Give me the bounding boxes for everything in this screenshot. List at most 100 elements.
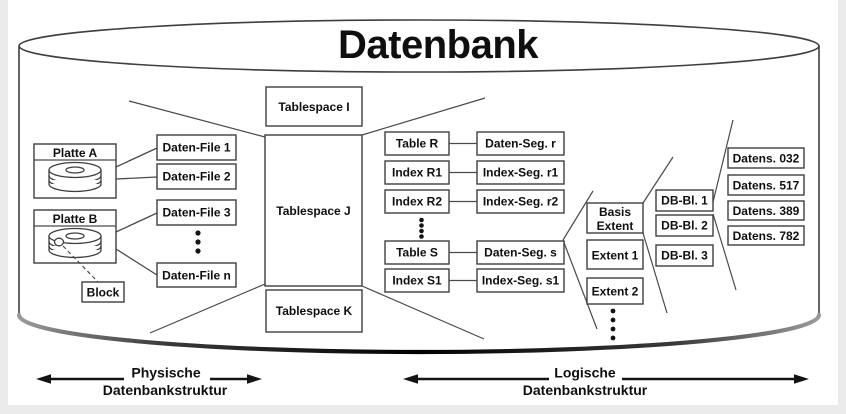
block-pointer-dashed-line <box>62 245 99 283</box>
disk-file-connectors <box>115 147 158 276</box>
diagram-title: Datenbank <box>338 23 539 67</box>
legend-logical-label-line1: Logische <box>554 365 616 381</box>
fan-line-tablespace-to-tables-bottom <box>361 285 485 340</box>
dot <box>610 335 616 341</box>
fan-line-physical-to-tablespace-top <box>128 100 266 138</box>
table-object-label: Index R1 <box>392 166 442 180</box>
segment-label: Index-Seg. r2 <box>483 195 559 209</box>
dot <box>195 239 201 245</box>
disk-platte-a: Platte A <box>33 143 117 199</box>
disk-platte-b: Platte B <box>33 209 117 283</box>
connector-platte-a-file-2 <box>115 176 158 180</box>
tablespace-i-label: Tablespace I <box>278 100 349 114</box>
record-label: Datens. 782 <box>733 229 800 243</box>
dot <box>419 217 424 223</box>
tablespace-k-label: Tablespace K <box>276 304 353 318</box>
table-object-box <box>384 131 450 156</box>
platte-b-label: Platte B <box>53 212 98 226</box>
table-object-label: Table R <box>396 137 439 151</box>
fan-line-segment-to-extents-top <box>562 190 594 241</box>
fan-line-block-to-records-top <box>712 119 734 203</box>
tablespace-j-label: Tablespace J <box>276 204 350 218</box>
cylinder-top-ellipse <box>18 19 820 73</box>
legend-physical-label-line1: Physische <box>131 365 200 381</box>
arrowhead-left-icon <box>403 374 418 384</box>
database-cylinder: Datenbank <box>16 19 822 355</box>
fan-line-block-to-records-bottom <box>712 213 737 291</box>
connector-platte-b-file-n <box>115 248 158 276</box>
tablespace-i-box <box>265 86 363 127</box>
db-block-box <box>655 189 714 212</box>
basis-extent-label-line1: Basis <box>599 205 631 219</box>
segment-label: Daten-Seg. s <box>484 246 557 260</box>
block-label: Block <box>87 286 120 300</box>
extent-column: Basis Extent Extent 1 Extent 2 <box>586 202 644 341</box>
table-object-box <box>384 160 450 185</box>
legend-logical: Logische Datenbankstruktur <box>403 365 809 398</box>
db-block-column: DB-Bl. 1 DB-Bl. 2 DB-Bl. 3 <box>655 189 714 267</box>
db-block-box <box>655 214 714 237</box>
legend-physical-label-line2: Datenbankstruktur <box>103 382 228 398</box>
fan-line-tablespace-to-tables-top <box>361 97 486 136</box>
segment-box <box>476 240 565 265</box>
connector-platte-b-file-3 <box>115 212 158 233</box>
segment-box <box>476 268 565 293</box>
daten-file-box <box>156 134 237 161</box>
db-block-box <box>655 244 714 267</box>
daten-file-box <box>156 163 237 190</box>
table-object-label: Index S1 <box>392 274 442 288</box>
dot <box>419 234 424 239</box>
legend-logical-label-line2: Datenbankstruktur <box>523 382 648 398</box>
connector-platte-a-file-1 <box>115 147 158 168</box>
record-box <box>727 147 805 169</box>
segment-label: Index-Seg. s1 <box>482 274 560 288</box>
dot <box>610 326 616 332</box>
db-block-label: DB-Bl. 1 <box>661 194 708 208</box>
daten-file-label: Daten-File 2 <box>162 170 230 184</box>
table-object-box <box>384 268 450 293</box>
basis-extent-box <box>586 202 644 234</box>
tablespace-column: Tablespace I Tablespace J Tablespace K <box>264 86 363 333</box>
disk-block-marker <box>53 237 65 247</box>
extent-label: Extent 2 <box>592 285 639 299</box>
ellipsis-dots <box>419 217 424 239</box>
fan-line-extent-to-blocks-bottom <box>642 232 668 314</box>
record-box <box>727 225 805 246</box>
arrowhead-right-icon <box>247 374 262 384</box>
tablespace-k-box <box>265 289 363 333</box>
dot <box>610 308 616 314</box>
disk-spindle-hole <box>65 166 85 174</box>
dot <box>610 317 616 323</box>
disk-spindle-hole <box>65 232 85 240</box>
table-object-label: Index R2 <box>392 195 442 209</box>
disk-icon <box>48 227 102 259</box>
daten-file-box <box>156 262 237 288</box>
record-label: Datens. 389 <box>733 204 800 218</box>
platte-a-label: Platte A <box>53 146 98 160</box>
daten-file-label: Daten-File 1 <box>162 141 230 155</box>
arrowhead-left-icon <box>36 374 51 384</box>
arrowhead-right-icon <box>794 374 809 384</box>
disk-rim-arc-3 <box>48 183 102 193</box>
extent-box <box>586 239 644 270</box>
segment-box <box>476 160 565 185</box>
segment-box <box>476 189 565 214</box>
dot <box>195 230 201 236</box>
record-box <box>727 174 805 196</box>
daten-file-box <box>156 199 237 226</box>
db-block-label: DB-Bl. 2 <box>661 219 708 233</box>
record-box <box>727 200 805 221</box>
segment-label: Index-Seg. r1 <box>483 166 559 180</box>
ellipsis-dots <box>610 308 616 341</box>
dot <box>419 228 424 234</box>
extent-label: Extent 1 <box>592 249 639 263</box>
table-object-label: Table S <box>396 246 438 260</box>
record-label: Datens. 032 <box>733 152 800 166</box>
legend-physical: Physische Datenbankstruktur <box>36 365 262 398</box>
fan-lines <box>128 97 737 340</box>
fan-line-segment-to-extents-bottom <box>562 239 598 330</box>
record-column: Datens. 032 Datens. 517 Datens. 389 Date… <box>727 147 805 246</box>
db-block-label: DB-Bl. 3 <box>661 249 708 263</box>
ellipsis-dots <box>195 230 201 254</box>
